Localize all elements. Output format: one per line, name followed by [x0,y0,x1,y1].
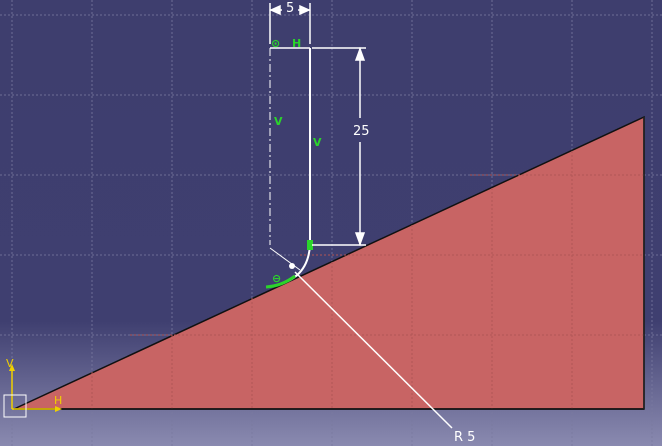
origin-axis-system[interactable] [3,364,62,418]
axis-v-label: V [6,357,14,370]
radius-dimension-value[interactable]: R 5 [454,430,475,445]
coincident-constraint-icon[interactable]: ⊙ [271,37,280,50]
height-dimension[interactable] [312,46,366,247]
arc-center-line [269,247,301,271]
horizontal-constraint[interactable]: H [292,37,301,50]
profile-grid-overlay [91,151,644,409]
radius-leader-line[interactable] [294,271,453,429]
vertical-constraint-line[interactable]: V [313,136,322,149]
axis-h-label: H [54,394,62,407]
vertical-constraint-axis[interactable]: V [274,115,283,128]
tangent-constraint-icon[interactable]: ⊖ [272,272,281,285]
height-dimension-value[interactable]: 25 [353,124,370,139]
endpoint-marker[interactable] [307,240,313,250]
tangent-point-marker[interactable] [289,263,295,269]
width-dimension-value[interactable]: 5 [286,1,294,16]
width-dimension[interactable] [269,3,311,44]
tangent-highlight-arc [265,274,296,289]
